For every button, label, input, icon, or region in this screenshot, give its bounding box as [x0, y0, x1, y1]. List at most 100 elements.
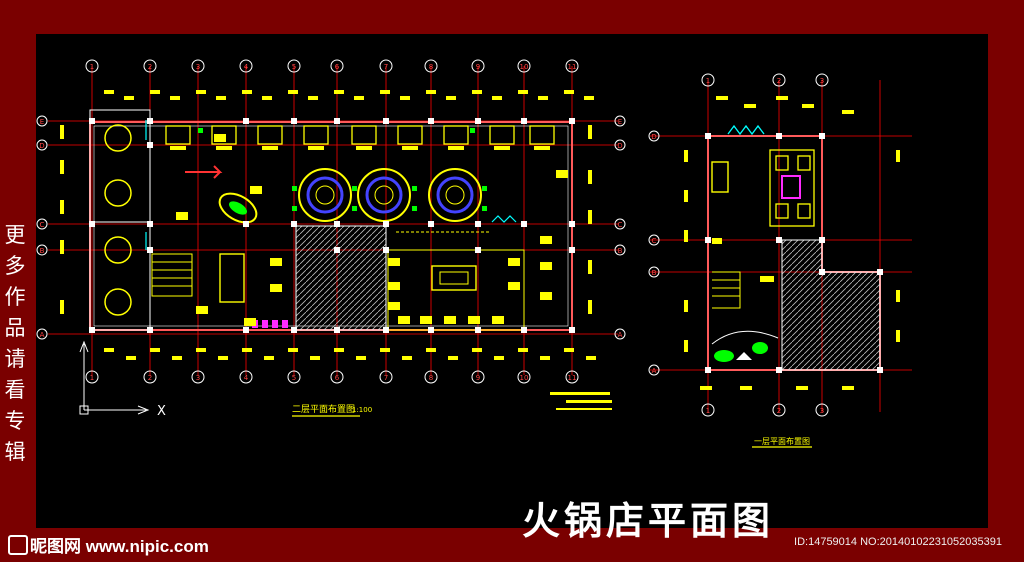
- axis-bubble: [330, 59, 344, 73]
- column: [569, 221, 575, 227]
- axis-label: 3: [196, 374, 200, 382]
- axis-bubble: [85, 370, 99, 384]
- dimension-mark: [402, 356, 412, 360]
- column: [569, 247, 575, 253]
- dimension-mark: [584, 96, 594, 100]
- room-table-3: [104, 236, 132, 264]
- axis-label: C: [618, 221, 623, 229]
- dimension-mark: [684, 340, 688, 352]
- dimension-mark: [196, 348, 206, 352]
- side-caption-char: 品: [4, 316, 26, 340]
- dimension-mark: [896, 290, 900, 302]
- dimension-markers-left: [60, 90, 596, 360]
- dimension-mark: [740, 386, 752, 390]
- dimension-mark: [556, 170, 568, 178]
- axis-bubble: [701, 73, 715, 87]
- axis-bubble: [648, 364, 660, 376]
- booth-table: [489, 125, 515, 145]
- axis-bubble: [191, 370, 205, 384]
- logo-text: 昵图网 www.nipic.com: [30, 537, 209, 556]
- axis-bubble: [648, 234, 660, 246]
- column: [776, 133, 782, 139]
- axis-label: 4: [244, 374, 249, 382]
- axis-bubble: [36, 115, 48, 127]
- booth-table: [443, 125, 469, 145]
- axis-bubble: [287, 370, 301, 384]
- dimension-mark: [540, 356, 550, 360]
- column: [475, 247, 481, 253]
- booth-table: [303, 125, 329, 145]
- axis-label: 1: [90, 63, 94, 71]
- booth-tables-top: [165, 125, 555, 150]
- dimension-mark: [684, 150, 688, 162]
- axis-bubble: [85, 59, 99, 73]
- structural-columns-left: [89, 118, 575, 333]
- axis-label: 2: [777, 407, 781, 415]
- axis-label: 9: [476, 374, 480, 382]
- axis-label: 10: [520, 374, 529, 382]
- column: [819, 269, 825, 275]
- side-caption-char: 多: [4, 254, 26, 278]
- dimension-mark: [356, 356, 366, 360]
- image-id-watermark: ID:14759014 NO:20140102231052035391: [794, 536, 1002, 548]
- column: [705, 133, 711, 139]
- dimension-mark: [354, 96, 364, 100]
- dimension-mark: [104, 348, 114, 352]
- dimension-mark: [60, 125, 64, 139]
- column: [334, 118, 340, 124]
- dimension-mark: [700, 386, 712, 390]
- axis-bubble: [191, 59, 205, 73]
- room-table-1: [104, 124, 132, 152]
- dimension-mark: [842, 386, 854, 390]
- axis-label: 7: [384, 374, 388, 382]
- column: [705, 237, 711, 243]
- logo-icon: [8, 535, 28, 555]
- dimension-mark: [60, 200, 64, 214]
- dimension-mark: [244, 318, 256, 326]
- column: [569, 118, 575, 124]
- axis-label: 5: [292, 374, 296, 382]
- dimension-mark: [216, 96, 226, 100]
- column: [89, 221, 95, 227]
- axis-label: E: [40, 118, 44, 126]
- axis-bubble: [36, 139, 48, 151]
- left-plan-caption: 二层平面布置图: [292, 403, 355, 415]
- dimension-mark: [400, 96, 410, 100]
- axis-bubble: [330, 370, 344, 384]
- column: [475, 221, 481, 227]
- side-caption-char: 作: [4, 285, 26, 309]
- restroom-fixtures: [252, 320, 288, 328]
- dimension-mark: [60, 240, 64, 254]
- axis-label: 7: [384, 63, 388, 71]
- dimension-mark: [744, 104, 756, 108]
- right-plan-caption: 一层平面布置图: [754, 436, 810, 446]
- column: [383, 327, 389, 333]
- axis-label: 3: [196, 63, 200, 71]
- axis-bubble: [36, 244, 48, 256]
- dimension-mark: [262, 96, 272, 100]
- dimension-mark: [388, 258, 400, 266]
- private-room-block: [89, 109, 151, 331]
- oval-feature: [218, 192, 258, 224]
- axis-label: 11: [568, 374, 577, 382]
- column: [877, 269, 883, 275]
- dimension-mark: [242, 348, 252, 352]
- dimension-mark: [196, 90, 206, 94]
- entrance-door: [727, 124, 765, 136]
- dimension-mark: [802, 104, 814, 108]
- axis-bubble: [648, 266, 660, 278]
- dimension-mark: [104, 90, 114, 94]
- column: [475, 327, 481, 333]
- dimension-mark: [214, 134, 226, 142]
- axis-bubble: [565, 59, 579, 73]
- dimension-mark: [518, 348, 528, 352]
- dimension-mark: [60, 300, 64, 314]
- axis-label: B: [652, 269, 657, 277]
- dimension-mark: [426, 90, 436, 94]
- axis-label: 8: [429, 63, 433, 71]
- booth-seat: [216, 146, 232, 150]
- booth-seat: [356, 146, 372, 150]
- dimension-mark: [540, 292, 552, 300]
- axis-bubble: [471, 370, 485, 384]
